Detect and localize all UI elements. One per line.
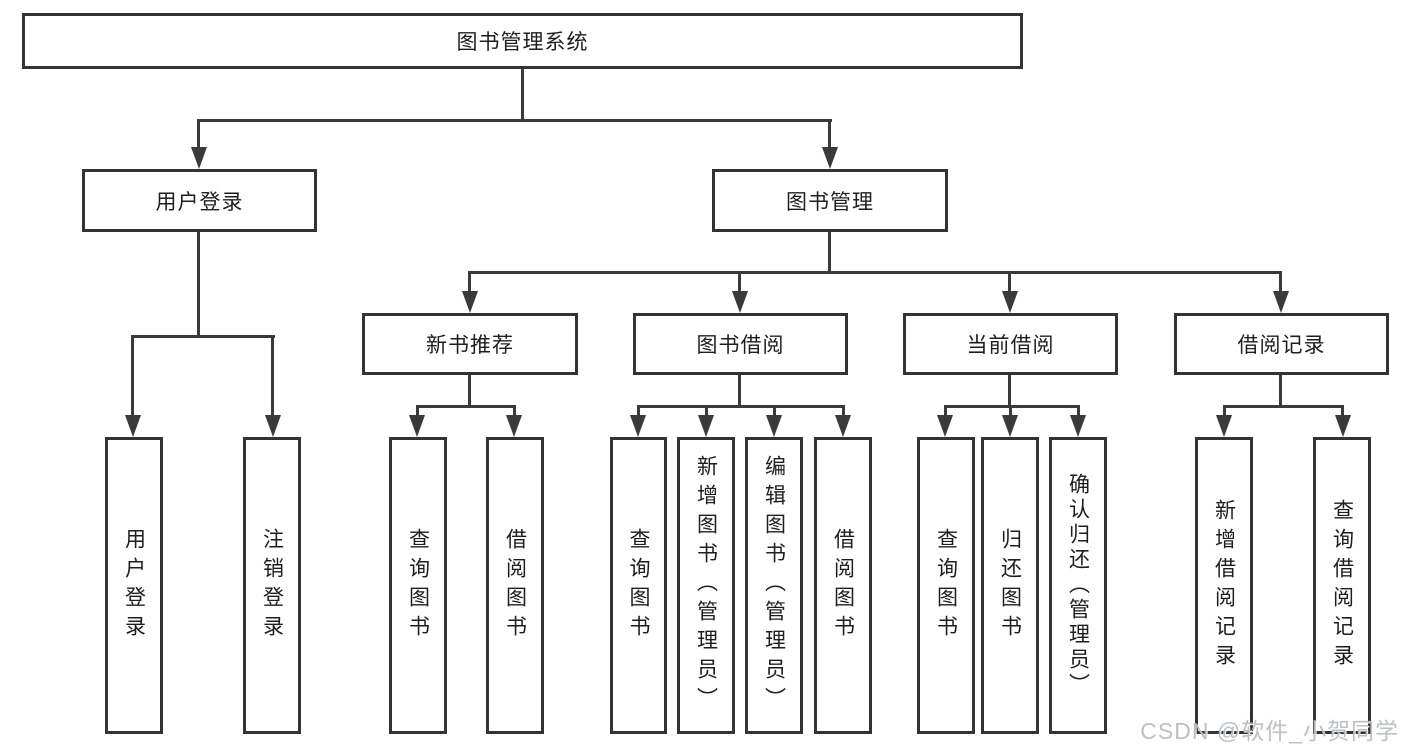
leaf-label: 用户登录	[122, 527, 146, 644]
arrow-down-icon	[630, 415, 646, 437]
leaf-label: 查询图书	[934, 527, 958, 644]
node-label: 用户登录	[155, 190, 244, 214]
arrow-down-icon	[937, 415, 953, 437]
leaf-label: 查询图书	[406, 527, 430, 644]
leaf-borrow-books-recommend: 借阅图书	[486, 437, 544, 734]
connector-line	[842, 405, 845, 417]
connector-line	[521, 69, 524, 121]
connector-line	[828, 119, 831, 149]
connector-line	[637, 405, 640, 417]
leaf-label: 查询借阅记录	[1330, 498, 1354, 673]
node-label: 图书管理系统	[456, 31, 589, 54]
leaf-label: 借阅图书	[503, 527, 527, 644]
node-label: 借阅记录	[1237, 334, 1326, 357]
connector-line	[1223, 405, 1226, 417]
arrow-down-icon	[1002, 415, 1018, 437]
connector-line	[132, 335, 275, 338]
arrow-down-icon	[462, 291, 478, 313]
leaf-add-book-admin: 新增图书（管理员）	[677, 437, 735, 734]
connector-line	[197, 119, 200, 149]
leaf-label: 新增图书（管理员）	[694, 455, 718, 716]
connector-line	[513, 405, 516, 417]
leaf-label: 归还图书	[998, 527, 1022, 644]
connector-line	[468, 271, 1282, 274]
leaf-label: 查询图书	[627, 527, 650, 644]
connector-line	[197, 232, 200, 338]
arrow-down-icon	[1002, 291, 1018, 313]
node-book-management: 图书管理	[712, 169, 948, 232]
connector-line	[828, 232, 831, 274]
leaf-query-books-recommend: 查询图书	[389, 437, 447, 734]
leaf-logout: 注销登录	[243, 437, 301, 734]
node-book-borrowing: 图书借阅	[633, 313, 848, 375]
connector-line	[944, 405, 1080, 408]
leaf-user-login: 用户登录	[105, 437, 163, 734]
connector-line	[1008, 271, 1011, 293]
connector-line	[637, 405, 845, 408]
connector-line	[705, 405, 708, 417]
connector-line	[944, 405, 947, 417]
connector-line	[416, 405, 419, 417]
connector-line	[1008, 375, 1011, 408]
connector-line	[1009, 405, 1012, 417]
connector-line	[1341, 405, 1344, 417]
arrow-down-icon	[265, 415, 281, 437]
csdn-watermark: CSDN @软件_小贺同学	[1140, 718, 1399, 744]
arrow-down-icon	[732, 291, 748, 313]
leaf-edit-book-admin: 编辑图书（管理员）	[745, 437, 803, 734]
connector-line	[1279, 271, 1282, 293]
arrow-down-icon	[125, 415, 141, 437]
leaf-label: 确认归还（管理员）	[1066, 473, 1090, 698]
connector-line	[773, 405, 776, 417]
node-current-borrowing: 当前借阅	[903, 313, 1118, 375]
connector-line	[738, 375, 741, 408]
arrow-down-icon	[1273, 291, 1289, 313]
arrow-down-icon	[506, 415, 522, 437]
node-borrowing-records: 借阅记录	[1174, 313, 1389, 375]
arrow-down-icon	[766, 415, 782, 437]
leaf-query-books-borrow: 查询图书	[610, 437, 667, 734]
node-label: 图书管理	[786, 190, 874, 214]
connector-line	[1077, 405, 1080, 417]
arrow-down-icon	[1070, 415, 1086, 437]
arrow-down-icon	[835, 415, 851, 437]
arrow-down-icon	[1335, 415, 1351, 437]
connector-line	[271, 335, 274, 417]
node-user-login: 用户登录	[82, 169, 317, 232]
leaf-borrow-books: 借阅图书	[814, 437, 872, 734]
leaf-confirm-return-admin: 确认归还（管理员）	[1049, 437, 1107, 734]
arrow-down-icon	[191, 147, 207, 169]
arrow-down-icon	[822, 147, 838, 169]
connector-line	[198, 119, 832, 122]
connector-line	[738, 271, 741, 293]
node-new-book-recommendation: 新书推荐	[362, 313, 578, 375]
connector-line	[1279, 375, 1282, 408]
connector-line	[468, 271, 471, 293]
arrow-down-icon	[698, 415, 714, 437]
connector-line	[416, 405, 516, 408]
leaf-add-borrow-record: 新增借阅记录	[1195, 437, 1253, 734]
leaf-label: 注销登录	[260, 527, 284, 644]
leaf-label: 编辑图书（管理员）	[762, 455, 786, 716]
leaf-label: 借阅图书	[831, 527, 855, 644]
node-label: 新书推荐	[426, 334, 514, 357]
leaf-query-books-current: 查询图书	[917, 437, 975, 734]
leaf-query-borrow-record: 查询借阅记录	[1313, 437, 1371, 734]
node-library-management-system: 图书管理系统	[22, 13, 1023, 69]
node-label: 图书借阅	[696, 334, 785, 357]
connector-line	[468, 375, 471, 408]
leaf-label: 新增借阅记录	[1212, 498, 1236, 673]
connector-line	[1223, 405, 1344, 408]
arrow-down-icon	[409, 415, 425, 437]
node-label: 当前借阅	[966, 334, 1055, 357]
connector-line	[131, 335, 134, 417]
leaf-return-books: 归还图书	[981, 437, 1039, 734]
arrow-down-icon	[1216, 415, 1232, 437]
